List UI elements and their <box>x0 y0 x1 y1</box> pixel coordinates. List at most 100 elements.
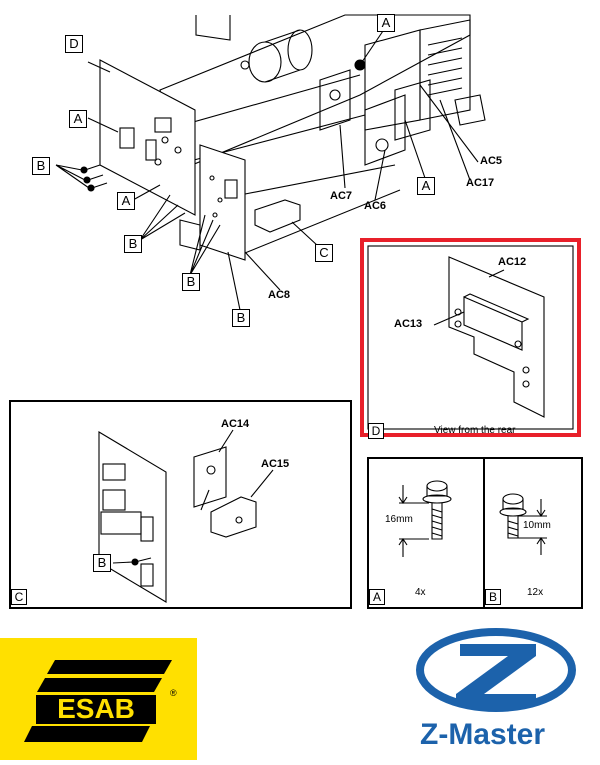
rear-foot <box>454 94 486 126</box>
leader-ac14 <box>218 429 234 453</box>
callout-ac5: AC5 <box>480 155 503 167</box>
leader-ac12 <box>488 269 505 278</box>
leader-a-top <box>361 27 386 63</box>
leader-a-mid <box>132 184 161 201</box>
rear-housing <box>419 19 471 121</box>
screw-b-corner-label: B <box>485 589 501 605</box>
screws-left <box>84 164 108 189</box>
detail-c-b-label: B <box>93 554 111 572</box>
screw-b-head <box>502 493 524 505</box>
ac6-board <box>364 94 406 166</box>
leader-ac7 <box>339 124 346 189</box>
leader-b-detail <box>112 561 134 564</box>
leader-ac6 <box>374 149 386 201</box>
label-a-mid: A <box>117 192 135 210</box>
label-a-left: A <box>69 110 87 128</box>
label-a-top: A <box>377 14 395 32</box>
zmaster-z-letter <box>456 644 536 706</box>
zmaster-wordmark: Z-Master <box>420 718 546 751</box>
rear-view-inner-frame <box>367 245 574 430</box>
detail-c-board <box>98 431 167 603</box>
label-b-mid2: B <box>182 273 200 291</box>
capacitor-back <box>287 29 313 71</box>
bracket-ac14 <box>193 446 227 508</box>
rear-view-corner-label: D <box>368 423 384 439</box>
leader-a-right <box>404 119 426 179</box>
board-d-component-2 <box>119 127 135 149</box>
top-bracket <box>195 15 231 41</box>
callout-ac15: AC15 <box>261 458 290 470</box>
board-d-component-1 <box>154 117 172 133</box>
label-b-mid1: B <box>124 235 142 253</box>
esab-logo: ESAB ® <box>0 638 197 760</box>
bracket-c <box>254 199 301 233</box>
detail-c-part-1 <box>102 463 126 481</box>
rear-view-panel: AC12 AC13 View from the rear D <box>360 238 581 439</box>
screw-a-corner-label: A <box>369 589 385 605</box>
board-ac8 <box>199 144 246 261</box>
zmaster-ring <box>416 628 576 712</box>
zmaster-logo-mark <box>416 628 576 712</box>
leader-ac13 <box>433 311 465 326</box>
ac7-bracket <box>319 69 351 131</box>
detail-c-drawing <box>98 429 274 603</box>
screw-a-panel: 16mm 4x A <box>367 457 487 609</box>
esab-wordmark: ESAB <box>57 693 135 724</box>
callout-ac7: AC7 <box>330 190 353 202</box>
board-d-component-3 <box>145 139 157 161</box>
capacitor-terminal <box>240 60 250 70</box>
screw-b-drawing <box>499 493 547 555</box>
leader-ac17 <box>439 99 471 181</box>
detail-c-part-5 <box>140 563 154 587</box>
chassis-rail-1 <box>164 74 361 131</box>
ac17-board <box>394 79 431 141</box>
screw-a-head <box>426 480 448 492</box>
chassis-rail-4 <box>239 189 401 256</box>
callout-ac8: AC8 <box>268 289 291 301</box>
screw-b-extension-lines <box>518 515 547 539</box>
rear-box <box>364 29 421 131</box>
rear-view-drawing <box>367 245 574 430</box>
screw-b-quantity: 12x <box>527 587 544 598</box>
housing-fins <box>427 37 463 96</box>
leader-ac8 <box>244 251 281 291</box>
label-a-right: A <box>417 177 435 195</box>
screw-a-quantity: 4x <box>415 587 426 598</box>
callout-ac13: AC13 <box>394 318 423 330</box>
capacitor-body <box>264 29 301 83</box>
detail-c-corner-label: C <box>11 589 27 605</box>
screw-b-panel: 10mm 12x B <box>483 457 583 609</box>
label-c-bracket: C <box>315 244 333 262</box>
detail-c-part-2 <box>102 489 126 511</box>
screw-a-washer <box>422 494 452 504</box>
label-d-board: D <box>65 35 83 53</box>
leader-b-mid2 <box>189 214 221 276</box>
leader-d <box>87 61 111 73</box>
bracket-ac15 <box>210 496 257 538</box>
label-b-left: B <box>32 157 50 175</box>
callout-ac6: AC6 <box>364 200 387 212</box>
callout-ac17: AC17 <box>466 177 495 189</box>
label-b-bottom: B <box>232 309 250 327</box>
leader-c <box>291 221 319 247</box>
leader-ac15 <box>250 469 274 498</box>
leader-b-bottom <box>227 251 241 311</box>
component-ac13 <box>463 296 523 351</box>
detail-c-panel: AC14 AC15 B C <box>9 400 352 609</box>
screw-b-washer <box>499 507 527 517</box>
leader-a-left <box>87 117 119 133</box>
screw-a-dimension: 16mm <box>385 514 413 525</box>
connector <box>200 489 210 511</box>
leader-b-mid1 <box>139 194 186 241</box>
leader-b-left <box>55 164 90 189</box>
board-d <box>99 59 196 216</box>
callout-ac14: AC14 <box>221 418 250 430</box>
rear-view-caption: View from the rear <box>434 425 516 436</box>
esab-registered-mark: ® <box>170 688 177 698</box>
screw-a-extension-lines <box>399 502 429 540</box>
esab-logo-mark: ESAB ® <box>24 660 177 742</box>
callout-ac12: AC12 <box>498 256 527 268</box>
screw-b-dimension: 10mm <box>523 520 551 531</box>
screw-a-drawing <box>398 480 452 557</box>
